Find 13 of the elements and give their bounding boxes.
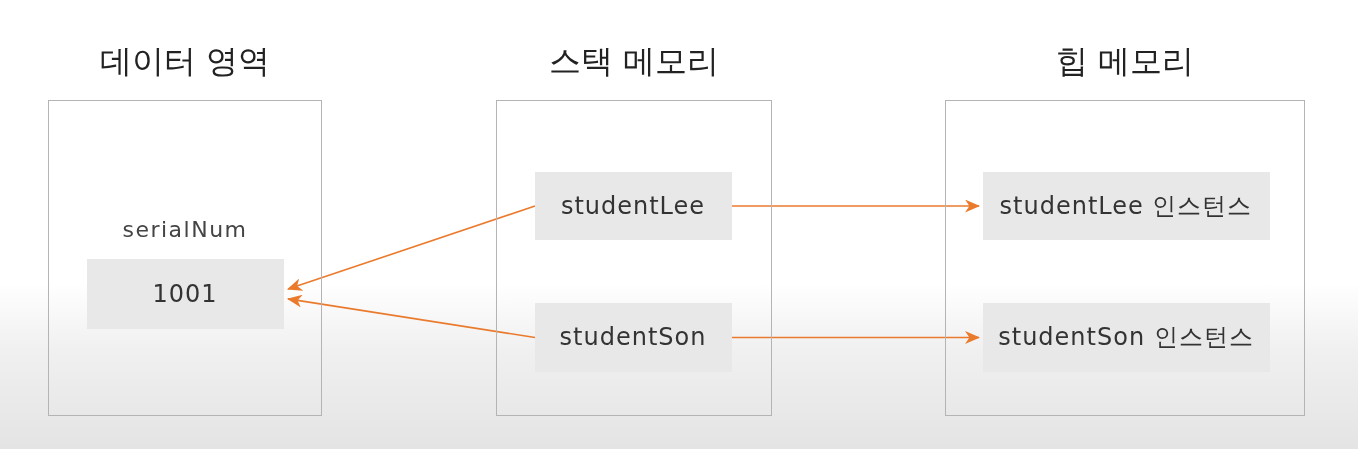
arrow <box>286 294 536 339</box>
reference-box: studentLee <box>534 171 732 240</box>
area-heading: 스택 메모리 <box>548 41 720 82</box>
arrow <box>731 199 981 213</box>
arrow <box>731 331 981 344</box>
arrow <box>287 205 536 291</box>
instance-box: studentSon 인스턴스 <box>982 302 1270 372</box>
instance-box: studentLee 인스턴스 <box>982 171 1270 240</box>
variable-name: serialNum <box>122 217 248 242</box>
value-box: 1001 <box>86 258 284 329</box>
reference-box: studentSon <box>534 302 732 372</box>
area-heading: 힙 메모리 <box>1055 41 1195 82</box>
area-heading: 데이터 영역 <box>99 41 271 82</box>
